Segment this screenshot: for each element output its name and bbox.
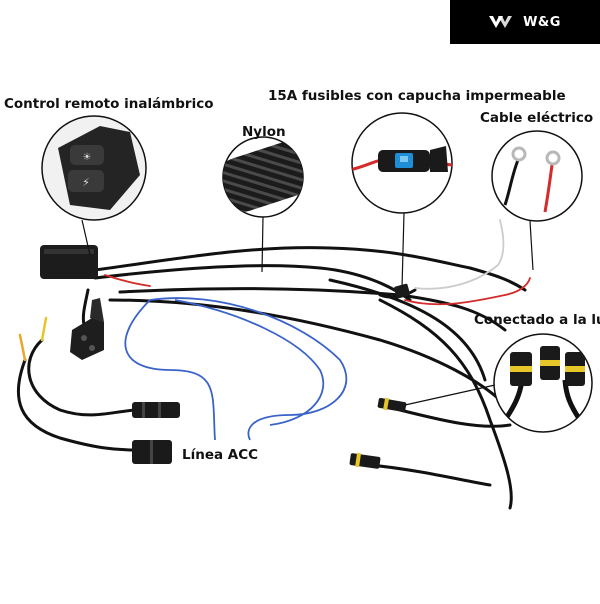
switch-lead-tips (18, 316, 48, 362)
main-wire-to-lights-2 (328, 278, 487, 382)
red-lead-remote (104, 274, 151, 287)
acc-connector-1 (132, 402, 180, 418)
ring-terminal-black (511, 146, 527, 162)
receiver-module (40, 245, 98, 279)
brand-badge: W&G (450, 0, 600, 44)
callout-fuse (351, 112, 453, 214)
label-fuse: 15A fusibles con capucha impermeable (268, 88, 566, 104)
handlebar-switch (70, 298, 104, 360)
callout-light (493, 333, 593, 433)
remote-button-power (68, 170, 104, 192)
label-nylon: Nylon (242, 124, 286, 140)
white-power-wire (414, 219, 505, 290)
inline-fuse-holder (394, 283, 410, 299)
wire-right-upper (468, 266, 527, 292)
wire-to-lower-connector (368, 463, 492, 487)
callout-nylon (222, 136, 304, 218)
label-electric-cable: Cable eléctrico (480, 110, 594, 126)
callout-lines (81, 212, 534, 406)
remote-bolt-icon: ⚡ (82, 176, 90, 189)
callout-remote: ☀ ⚡ (41, 115, 147, 221)
label-remote-control: Control remoto inalámbrico (4, 96, 214, 112)
acc-line-wire (124, 297, 348, 441)
main-wire-lower (108, 298, 502, 402)
thin-wires (104, 219, 531, 306)
switch-wire-1 (27, 338, 137, 417)
remote-receiver-wire (81, 288, 90, 327)
remote-button-light (70, 145, 104, 165)
light-connector-lower (349, 452, 381, 469)
wire-to-light-connector (398, 408, 512, 428)
triple-chevron-logo-icon (489, 16, 513, 28)
light-connector-upper (377, 397, 407, 413)
main-wire-upper (93, 264, 412, 302)
main-wire-to-fuse (118, 287, 507, 332)
callout-cable (491, 130, 583, 222)
red-power-wire (404, 277, 531, 306)
ring-terminal-red (545, 150, 561, 166)
main-wire-top (93, 246, 472, 272)
wire-bundle (16, 246, 527, 510)
acc-connector-2 (132, 440, 172, 464)
light-connectors (349, 397, 407, 469)
main-wire-to-lights-1 (378, 298, 513, 510)
switch-wire-2 (16, 358, 137, 452)
remote-light-icon: ☀ (83, 152, 92, 163)
label-connected-to-light: Conectado a la luz (474, 312, 600, 328)
label-acc-line: Línea ACC (182, 447, 259, 463)
brand-name: W&G (523, 14, 561, 30)
